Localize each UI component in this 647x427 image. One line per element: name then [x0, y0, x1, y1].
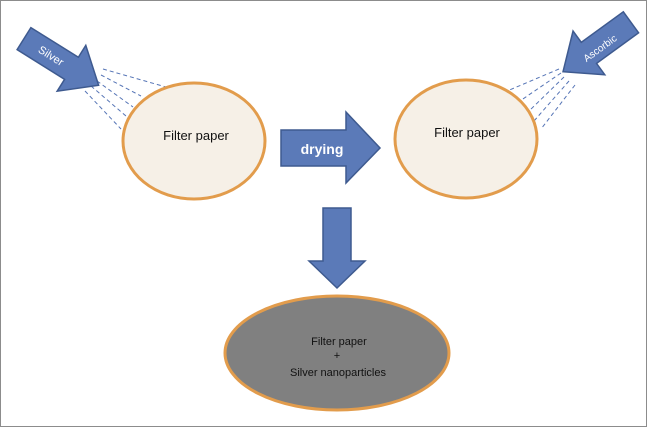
ascorbic-spray-line: [533, 80, 570, 122]
ascorbic-arrow: [562, 10, 640, 76]
first-filter-paper: [121, 81, 267, 201]
silver-spray-line: [100, 74, 142, 97]
down-arrow: [307, 207, 367, 290]
second-filter-paper-label: Filter paper: [434, 125, 500, 140]
drying-label: drying: [301, 141, 344, 157]
drying-arrow: drying: [280, 110, 382, 185]
ascorbic-spray-line: [516, 72, 562, 104]
silver-spray-line: [96, 80, 134, 108]
silver-arrow: Silver: [16, 26, 100, 93]
silver-spray-line: [90, 85, 127, 117]
silver-spray-lines: [84, 68, 167, 130]
ascorbic-spray-line: [527, 76, 565, 113]
ascorbic-spray-line: [540, 84, 576, 130]
product-line-1: Filter paper: [311, 336, 367, 348]
silver-spray-line: [102, 68, 167, 88]
second-filter-paper: [393, 78, 539, 200]
first-filter-paper-label: Filter paper: [163, 128, 229, 143]
product-line-3: Silver nanoparticles: [290, 367, 386, 379]
silver-spray-line: [84, 90, 122, 130]
product-plus-sign: +: [334, 350, 340, 362]
product-filter-paper: [223, 294, 451, 412]
